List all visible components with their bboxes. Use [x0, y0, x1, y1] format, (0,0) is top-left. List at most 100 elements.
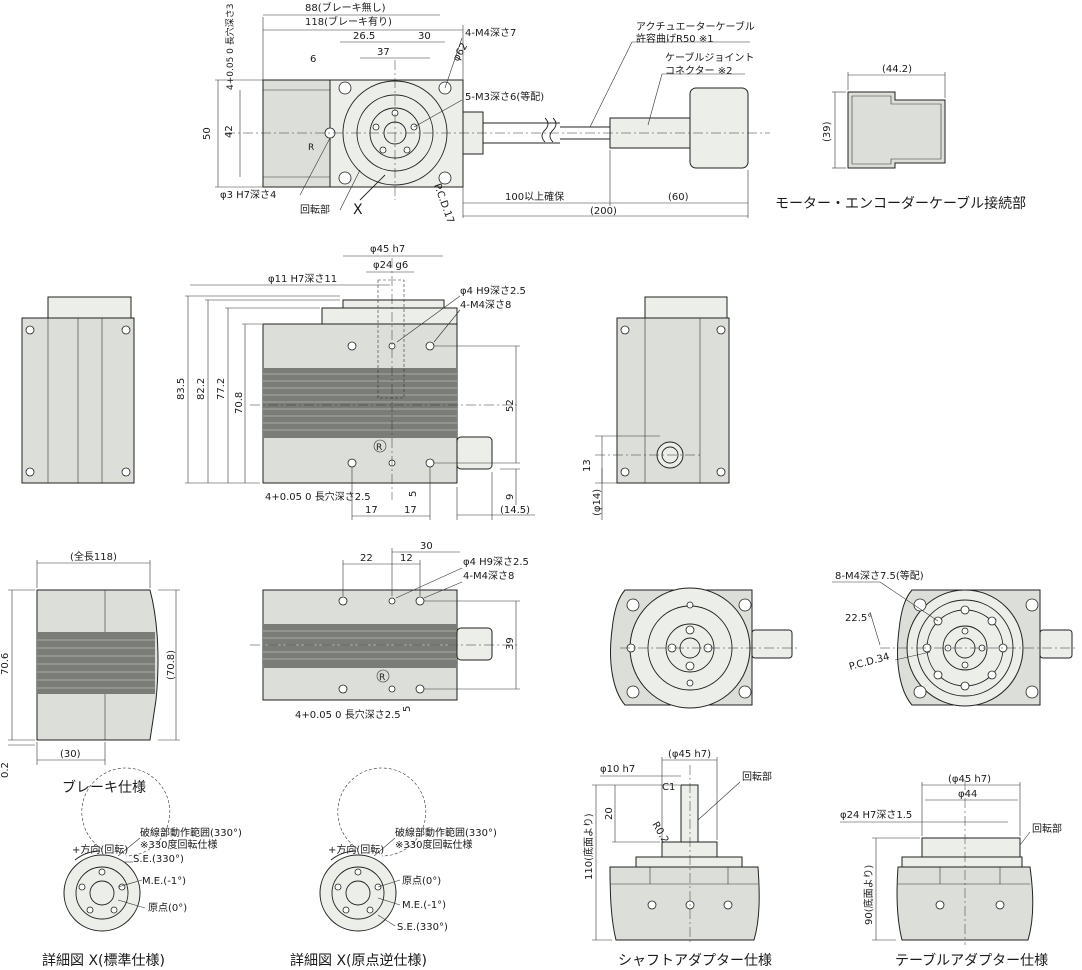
callout-bend-r50: 許容曲げR50 ※1	[636, 32, 714, 45]
dim-39: (39)	[822, 121, 833, 142]
detail-rev-range: 破線部動作範囲(330°)	[395, 826, 497, 839]
dim-phi24-g6: φ24 g6	[373, 260, 408, 271]
brake-label: ブレーキ仕様	[62, 779, 146, 796]
dim-83-5: 83.5	[176, 378, 187, 400]
shaft-adapter-body	[609, 866, 760, 941]
dim-phi45-h7-table: (φ45 h7)	[948, 774, 991, 785]
detail-std-se: S.E.(330°)	[133, 854, 184, 865]
r-mark-front: R	[376, 443, 382, 453]
detail-std-direction: +方向(回転)	[72, 843, 128, 856]
dim-22: 22	[360, 553, 373, 564]
dim-82-2: 82.2	[196, 378, 207, 400]
dim-phi45-h7-shaft: (φ45 h7)	[668, 749, 711, 760]
callout-8-m4-depth7-5: 8-M4深さ7.5(等配)	[835, 569, 924, 582]
dim-17-right: 17	[404, 505, 417, 516]
callout-actuator-cable: アクチュエーターケーブル	[636, 20, 755, 33]
table-adapter-body	[896, 866, 1034, 941]
detail-rev-note: ※330度回転仕様	[395, 838, 472, 851]
callout-rotating-part: 回転部	[300, 203, 330, 216]
brake-view: (全長118) 70.6 (70.8) (30) 0.2 ブレーキ仕様	[0, 550, 180, 796]
r-mark-bottom: R	[379, 673, 385, 683]
dim-slot-depth-3: 4+0.05 0 長穴深さ3	[224, 4, 236, 90]
dim-70-6: 70.6	[0, 653, 11, 675]
connector-view: (44.2) (39) モーター・エンコーダーケーブル接続部	[775, 64, 1026, 212]
dim-total-118: (全長118)	[70, 550, 117, 563]
table-plate	[921, 837, 1021, 858]
shaft	[680, 784, 699, 843]
front-view: φ45 h7 φ24 g6 φ11 H7深さ11 φ4 H9深さ2.5 4-M4…	[176, 244, 535, 520]
dim-4-m4-depth8-bottom: 4-M4深さ8	[463, 570, 514, 582]
r-mark-top: R	[308, 143, 314, 153]
dim-39-bottom: 39	[505, 637, 516, 650]
dim-88: 88(ブレーキ無し)	[305, 1, 386, 14]
dim-118: 118(ブレーキ有り)	[305, 15, 392, 28]
dim-5-bottom: 5	[402, 706, 413, 712]
right-side-view: 13 (φ14)	[582, 296, 730, 520]
dim-110-from-bottom: 110(底面より)	[582, 813, 595, 880]
connector-shape	[847, 91, 946, 169]
callout-22-5-deg: 22.5°	[845, 613, 872, 624]
dim-52: 52	[505, 399, 516, 412]
dim-100-min: 100以上確保	[505, 190, 564, 203]
dim-0-2: 0.2	[0, 762, 11, 778]
dim-90-from-bottom: 90(底面より)	[862, 865, 875, 925]
dim-4-m4-depth8: 4-M4深さ8	[460, 299, 511, 311]
callout-5-m3: 5-M3深さ6(等配)	[465, 90, 544, 103]
dim-phi44: φ44	[958, 789, 977, 800]
dim-17-left: 17	[365, 505, 378, 516]
dim-phi11-h7: φ11 H7深さ11	[268, 273, 337, 285]
dim-9: 9	[505, 494, 516, 500]
detail-x-standard: 破線部動作範囲(330°) ※330度回転仕様 +方向(回転) S.E.(330…	[42, 767, 242, 969]
callout-cable-joint: ケーブルジョイント	[665, 51, 754, 64]
dim-phi14: (φ14)	[592, 489, 603, 516]
top-view-small	[610, 587, 800, 709]
callout-4-m4-depth7: 4-M4深さ7	[465, 27, 516, 39]
table-top-view: 8-M4深さ7.5(等配) 22.5° P.C.D.34	[832, 569, 1078, 707]
dim-phi4-h9-bottom: φ4 H9深さ2.5	[463, 556, 529, 568]
shaft-rotating-part: 回転部	[742, 770, 772, 783]
shaft-adapter-label: シャフトアダプター仕様	[618, 953, 772, 969]
dim-200: (200)	[590, 206, 617, 217]
dim-30-bottom: 30	[420, 541, 433, 552]
dim-20: 20	[604, 807, 615, 820]
table-adapter: (φ45 h7) φ44 φ24 H7深さ1.5 回転部 90(底面より) テー…	[840, 774, 1062, 969]
detail-rev-origin: 原点(0°)	[402, 875, 441, 887]
dim-c1: C1	[662, 782, 675, 793]
dim-phi45-h7: φ45 h7	[370, 244, 405, 255]
detail-rev-label: 詳細図 X(原点逆仕様)	[290, 953, 427, 969]
left-end-view	[21, 296, 135, 484]
dim-30: 30	[418, 31, 431, 42]
top-view-flange-block	[329, 79, 464, 188]
detail-rev-direction: +方向(回転)	[328, 843, 384, 856]
callout-phi62: φ62	[451, 41, 470, 63]
dim-42: 42	[224, 125, 235, 138]
detail-rev-se: S.E.(330°)	[397, 922, 448, 933]
bottom-view: 22 12 30 φ4 H9深さ2.5 4-M4深さ8 39 4+0.05 0 …	[250, 541, 529, 721]
dim-phi4-h9: φ4 H9深さ2.5	[460, 285, 526, 297]
connector-label: モーター・エンコーダーケーブル接続部	[775, 195, 1026, 212]
dim-70-8-brake: (70.8)	[166, 650, 177, 680]
dim-30-brake: (30)	[60, 749, 81, 760]
dim-13: 13	[582, 459, 593, 472]
detail-std-note: ※330度回転仕様	[140, 838, 217, 851]
shaft-adapter: (φ45 h7) φ10 h7 C1 回転部 20 R0.2 110(底面より)…	[582, 749, 772, 969]
dim-26-5: 26.5	[353, 31, 375, 42]
callout-connector: コネクター ※2	[665, 65, 733, 77]
table-rotating-part: 回転部	[1032, 822, 1062, 835]
dim-60: (60)	[668, 192, 689, 203]
callout-pcd17: P.C.D.17	[431, 182, 456, 225]
dim-slot-depth-2-5-front: 4+0.05 0 長穴深さ2.5	[265, 490, 371, 503]
dim-70-8: 70.8	[234, 392, 245, 414]
detail-std-range: 破線部動作範囲(330°)	[140, 826, 242, 839]
dim-50: 50	[202, 127, 213, 140]
dim-phi10-h7: φ10 h7	[600, 764, 635, 775]
dim-37: 37	[377, 47, 390, 58]
dim-5-front: 5	[408, 491, 419, 497]
detail-std-label: 詳細図 X(標準仕様)	[42, 953, 165, 969]
top-view: 88(ブレーキ無し) 118(ブレーキ有り) 26.5 30 37 6 4+0.…	[202, 1, 770, 225]
detail-std-me: M.E.(-1°)	[142, 876, 186, 887]
callout-phi3-h7: φ3 H7深さ4	[220, 189, 276, 201]
dim-6: 6	[310, 54, 316, 65]
